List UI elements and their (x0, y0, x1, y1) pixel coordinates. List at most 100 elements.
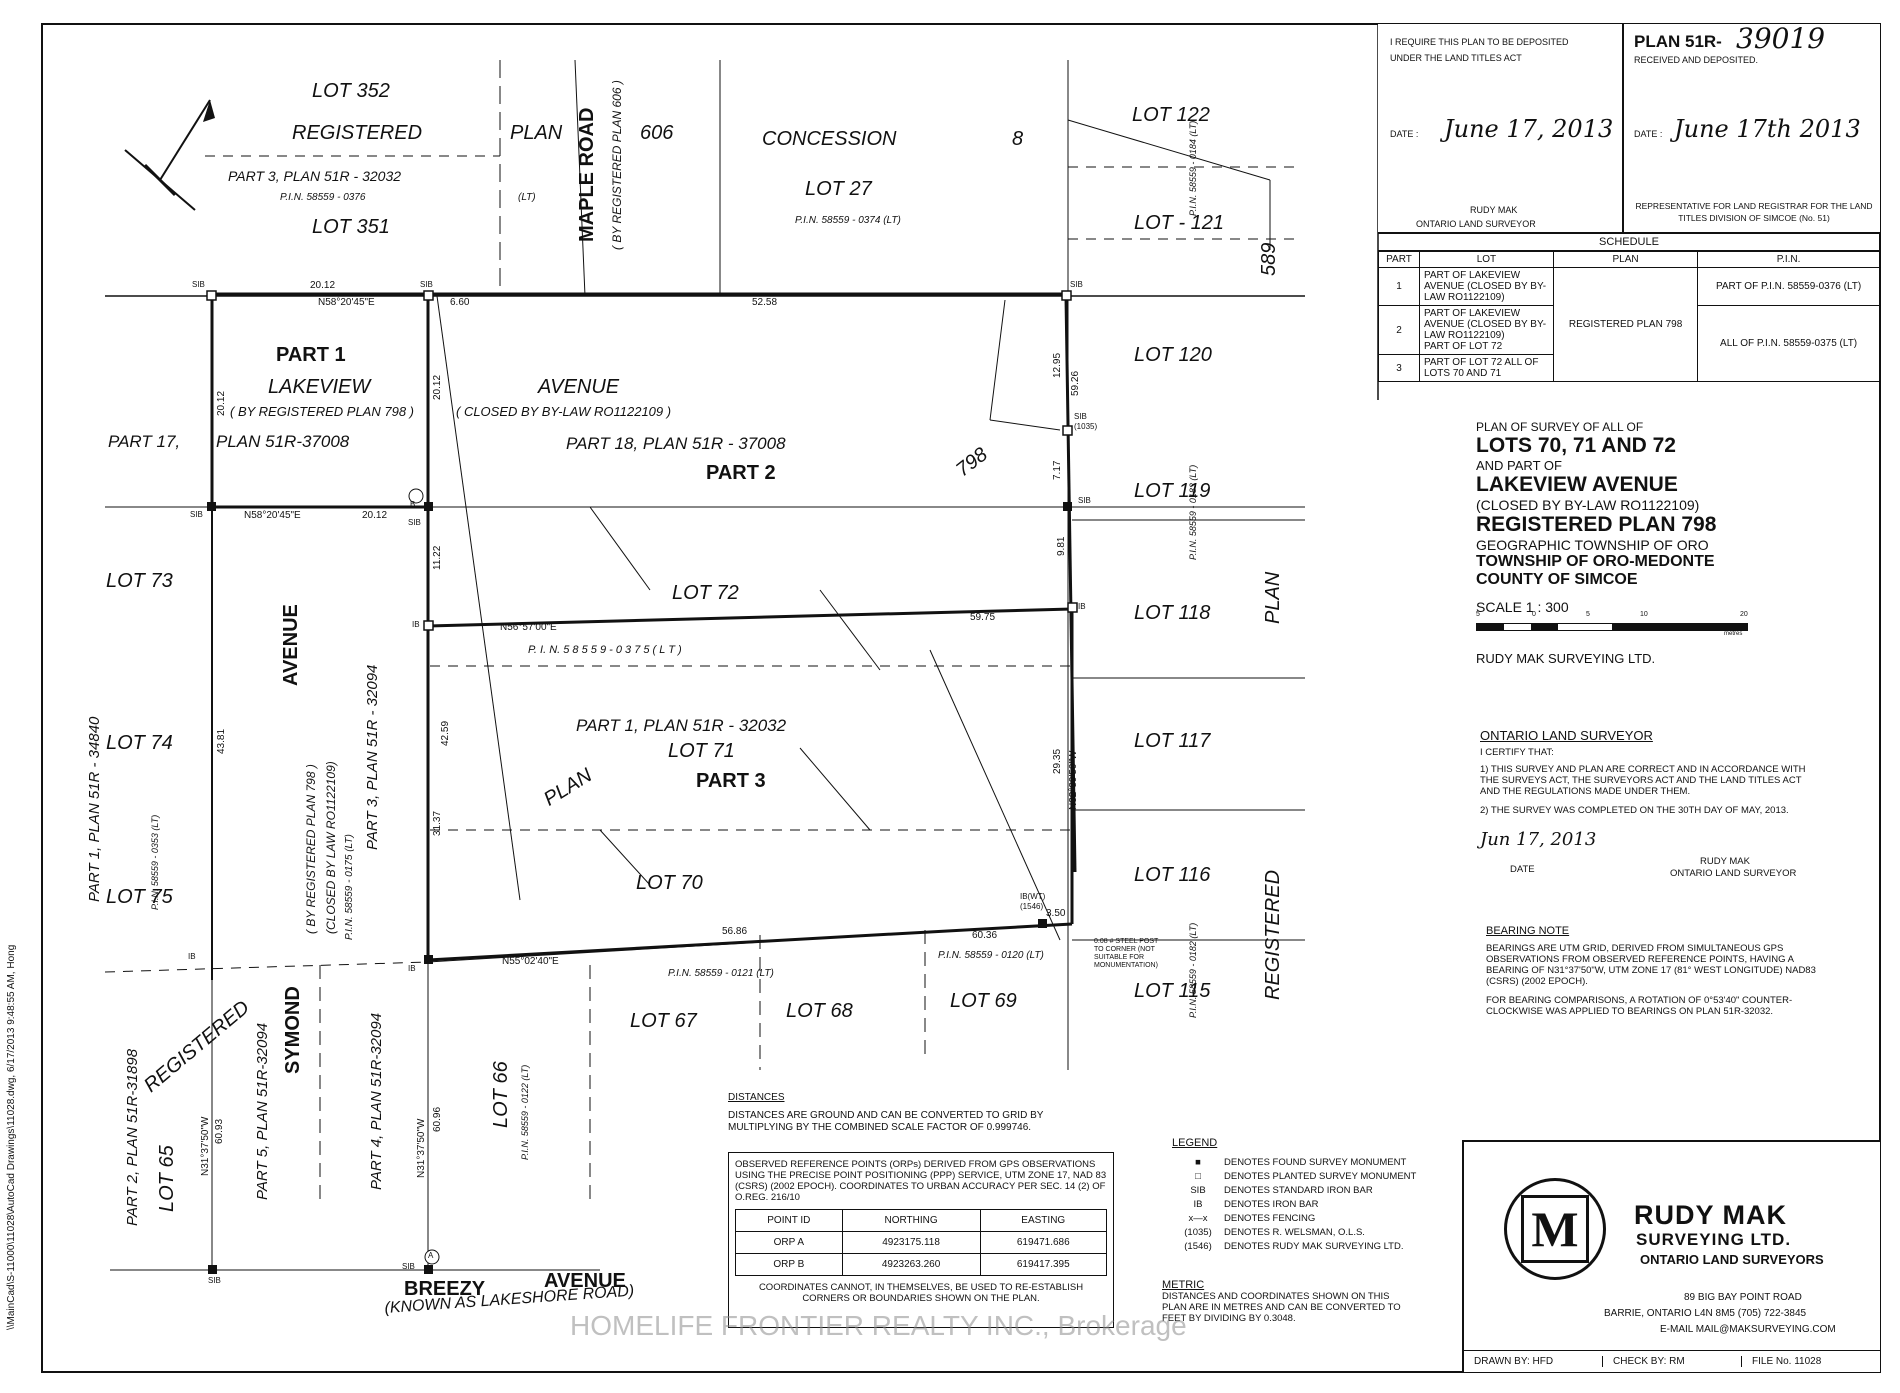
part-3-label: PART 3 (696, 770, 766, 792)
title-block: PLAN OF SURVEY OF ALL OF LOTS 70, 71 AND… (1476, 420, 1856, 666)
drawing-footer: DRAWN BY: HFD CHECK BY: RM FILE No. 1102… (1462, 1350, 1880, 1372)
pin-0184: P.I.N. 58559 - 0184 (LT) (1188, 120, 1198, 216)
lot-119-label: LOT 119 (1134, 480, 1211, 502)
plan-37008-label: PLAN 51R-37008 (216, 432, 350, 451)
legend-item-3: IB DENOTES IRON BAR (1172, 1198, 1472, 1212)
firm-logo: M (1504, 1178, 1606, 1280)
orp-a-n: 4923175.118 (841, 1231, 981, 1254)
maple-road-label: MAPLE ROAD (576, 107, 598, 242)
sib-r-mid: SIB (1078, 496, 1091, 505)
dim-2012-top: 20.12 (310, 280, 336, 291)
orp-b-e: 619417.395 (979, 1253, 1107, 1276)
legend-item-6: (1546)DENOTES RUDY MAK SURVEYING LTD. (1172, 1240, 1472, 1254)
scale-text: SCALE 1 : 300 (1476, 599, 1569, 615)
sch-r2-lot-b: PART OF LOT 72 (1423, 341, 1503, 352)
pin-0120: P.I.N. 58559 - 0120 (LT) (938, 950, 1044, 961)
deposit-date: June 17, 2013 (1444, 115, 1614, 143)
avenue-vertical-label: AVENUE (280, 604, 302, 686)
dim-5975: 59.75 (970, 612, 996, 623)
sch-h-plan: PLAN (1552, 251, 1699, 268)
pin-0183: P.I.N. 58559 - 0183 (LT) (1188, 464, 1198, 560)
closed-bylaw-vertical: (CLOSED BY LAW RO1122109) (324, 761, 338, 934)
firm-box: M RUDY MAK SURVEYING LTD. ONTARIO LAND S… (1462, 1140, 1880, 1350)
part3-plan-32094: PART 3, PLAN 51R - 32094 (364, 664, 381, 850)
firm-addr-1: 89 BIG BAY POINT ROAD (1684, 1292, 1802, 1303)
orp-a-e: 619471.686 (979, 1231, 1107, 1254)
firm-logo-letter: M (1521, 1195, 1589, 1263)
firm-name-1: RUDY MAK (1634, 1200, 1788, 1230)
title-l8: TOWNSHIP OF ORO-MEDONTE (1476, 553, 1715, 570)
lot-68-label: LOT 68 (786, 1000, 853, 1022)
plan-606-number: 606 (640, 122, 674, 144)
by-registered-798-vertical: ( BY REGISTERED PLAN 798 ) (304, 764, 318, 934)
ib-left: IB (412, 620, 420, 629)
bearing-5657: N56°57'00"E (500, 622, 557, 633)
closed-by-bylaw: ( CLOSED BY BY-LAW RO1122109 ) (456, 404, 672, 419)
orp-b-id: ORP B (735, 1253, 843, 1276)
scale-metres: metres (1724, 631, 1743, 637)
plan-number-box: PLAN 51R- 39019 RECEIVED AND DEPOSITED. … (1624, 24, 1880, 234)
by-registered-plan-606: ( BY REGISTERED PLAN 606 ) (610, 80, 624, 250)
ib-right: IB (1078, 602, 1086, 611)
orp-b-marker: B (410, 500, 416, 509)
schedule-title: SCHEDULE (1378, 234, 1880, 251)
orp-h3: EASTING (979, 1209, 1107, 1232)
legend-txt-3: DENOTES IRON BAR (1224, 1199, 1319, 1210)
distances-note: DISTANCES DISTANCES ARE GROUND AND CAN B… (728, 1092, 1108, 1134)
lot-65-label: LOT 65 (156, 1145, 178, 1212)
cert-name: RUDY MAK (1700, 856, 1750, 867)
dim-1122: 11.22 (432, 545, 443, 570)
legend-sym-0: ■ (1195, 1157, 1201, 1168)
pin-0122: P.I.N. 58559 - 0122 (LT) (520, 1064, 530, 1160)
pin-0121: P.I.N. 58559 - 0121 (LT) (668, 968, 774, 979)
pin-0182: P.I.N. 58559 - 0182 (LT) (1188, 922, 1198, 1018)
scale-tick-4: 20 (1740, 611, 1748, 618)
ib-bottom-mid: IB (408, 964, 416, 973)
metric-title: METRIC (1162, 1279, 1205, 1291)
dim-2935: 29.35 (1052, 748, 1063, 774)
symond-label: SYMOND (282, 986, 304, 1074)
sch-r1-part: 1 (1378, 267, 1420, 306)
sch-r2-lot-a: PART OF LAKEVIEW AVENUE (CLOSED BY BY-LA… (1423, 308, 1547, 341)
plan-date-label: DATE : (1634, 129, 1663, 139)
bearing-top: N58°20'45"E (318, 297, 375, 308)
title-l4: LAKEVIEW AVENUE (1476, 473, 1678, 496)
dim-5926: 59.26 (1070, 370, 1081, 396)
lot-73-label: LOT 73 (106, 570, 173, 592)
legend-sym-1: □ (1195, 1171, 1201, 1182)
lot-352-label: LOT 352 (312, 80, 390, 102)
part-1-label: PART 1 (276, 344, 346, 366)
sch-r3-part: 3 (1378, 354, 1420, 382)
avenue-breezy-label: AVENUE (544, 1270, 626, 1292)
sib-ml: SIB (190, 510, 203, 519)
firm-name-2: SURVEYING LTD. (1636, 1230, 1792, 1249)
plan-number: 39019 (1736, 22, 1826, 55)
cert-item1: 1) THIS SURVEY AND PLAN ARE CORRECT AND … (1480, 764, 1806, 797)
legend-sym-3: IB (1193, 1199, 1203, 1210)
lot-27-label: LOT 27 (805, 178, 872, 200)
legend-txt-5: DENOTES R. WELSMAN, O.L.S. (1224, 1227, 1365, 1238)
legend-sym-6: (1546) (1184, 1241, 1212, 1252)
dim-5686: 56.86 (722, 926, 748, 937)
sch-h-part: PART (1378, 251, 1420, 268)
dim-6093: 60.93 (214, 1118, 225, 1144)
sib-bl: SIB (208, 1276, 221, 1285)
bearing-note-p1: BEARINGS ARE UTM GRID, DERIVED FROM SIMU… (1486, 943, 1816, 987)
dim-6036: 60.36 (972, 930, 998, 941)
steel-post-note: 0.08 # STEEL POST TO CORNER (NOT SUITABL… (1094, 938, 1159, 969)
lot-69-label: LOT 69 (950, 990, 1017, 1012)
legend-sym-4: x—x (1188, 1213, 1208, 1224)
pin-0353: P.I.N. 58559 - 0353 (LT) (150, 814, 160, 910)
sch-r2-part: 2 (1378, 305, 1420, 355)
registered-label-right: REGISTERED (1262, 869, 1284, 1000)
sch-plan: REGISTERED PLAN 798 (1552, 267, 1699, 382)
title-l5: (CLOSED BY BY-LAW RO1122109) (1476, 497, 1700, 513)
bearing-mid: N58°20'45"E (244, 510, 301, 521)
dim-981: 9.81 (1056, 536, 1067, 556)
pin-0175: P.I.N. 58559 - 0175 (LT) (344, 834, 355, 940)
bearing-note-title: BEARING NOTE (1486, 925, 1570, 937)
part-18-plan-37008: PART 18, PLAN 51R - 37008 (566, 434, 786, 453)
legend-txt-1: DENOTES PLANTED SURVEY MONUMENT (1224, 1171, 1417, 1182)
